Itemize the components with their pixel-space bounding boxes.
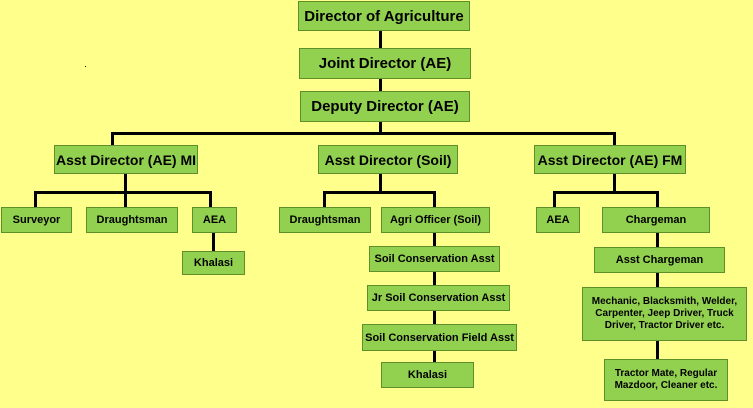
node-asst-director-soil: Asst Director (Soil) (318, 145, 458, 174)
node-aea-mi: AEA (192, 207, 237, 233)
stray-dot (85, 66, 86, 67)
node-asst-chargeman: Asst Chargeman (594, 247, 725, 273)
node-agri-officer-soil: Agri Officer (Soil) (381, 207, 490, 233)
connector (379, 173, 382, 193)
connector (111, 132, 114, 146)
node-soil-conservation-asst: Soil Conservation Asst (369, 246, 500, 272)
node-draughtsman-mi: Draughtsman (86, 207, 178, 233)
connector (34, 191, 211, 194)
connector (656, 340, 659, 360)
node-joint-director: Joint Director (AE) (299, 48, 471, 79)
connector (323, 191, 326, 208)
connector (433, 310, 436, 325)
node-khalasi-soil: Khalasi (381, 362, 474, 388)
connector (379, 30, 382, 49)
connector (379, 121, 382, 135)
connector (613, 132, 616, 146)
connector (34, 191, 37, 208)
connector (433, 271, 436, 286)
connector (656, 191, 659, 208)
connector (553, 191, 556, 208)
connector (323, 191, 435, 194)
connector (553, 191, 658, 194)
node-aea-fm: AEA (536, 207, 580, 233)
node-asst-director-fm: Asst Director (AE) FM (534, 145, 686, 174)
node-khalasi-mi: Khalasi (182, 251, 245, 275)
connector (433, 350, 436, 363)
node-asst-director-mi: Asst Director (AE) MI (54, 145, 198, 174)
connector (613, 173, 616, 193)
node-mechanic-group: Mechanic, Blacksmith, Welder, Carpenter,… (582, 287, 747, 341)
connector (433, 232, 436, 247)
node-director-of-agriculture: Director of Agriculture (298, 1, 470, 31)
node-soil-conservation-field-asst: Soil Conservation Field Asst (362, 324, 517, 351)
connector (656, 272, 659, 288)
node-chargeman: Chargeman (602, 207, 710, 233)
connector (209, 191, 212, 208)
node-surveyor: Surveyor (1, 207, 72, 233)
connector (124, 191, 127, 208)
node-tractor-mate-group: Tractor Mate, Regular Mazdoor, Cleaner e… (604, 359, 728, 401)
connector (656, 232, 659, 248)
node-deputy-director: Deputy Director (AE) (300, 91, 470, 122)
connector (111, 132, 615, 135)
connector (379, 78, 382, 92)
node-draughtsman-soil: Draughtsman (279, 207, 371, 233)
connector (433, 191, 436, 208)
connector (124, 173, 127, 193)
node-jr-soil-conservation-asst: Jr Soil Conservation Asst (367, 285, 510, 311)
connector (212, 232, 215, 252)
